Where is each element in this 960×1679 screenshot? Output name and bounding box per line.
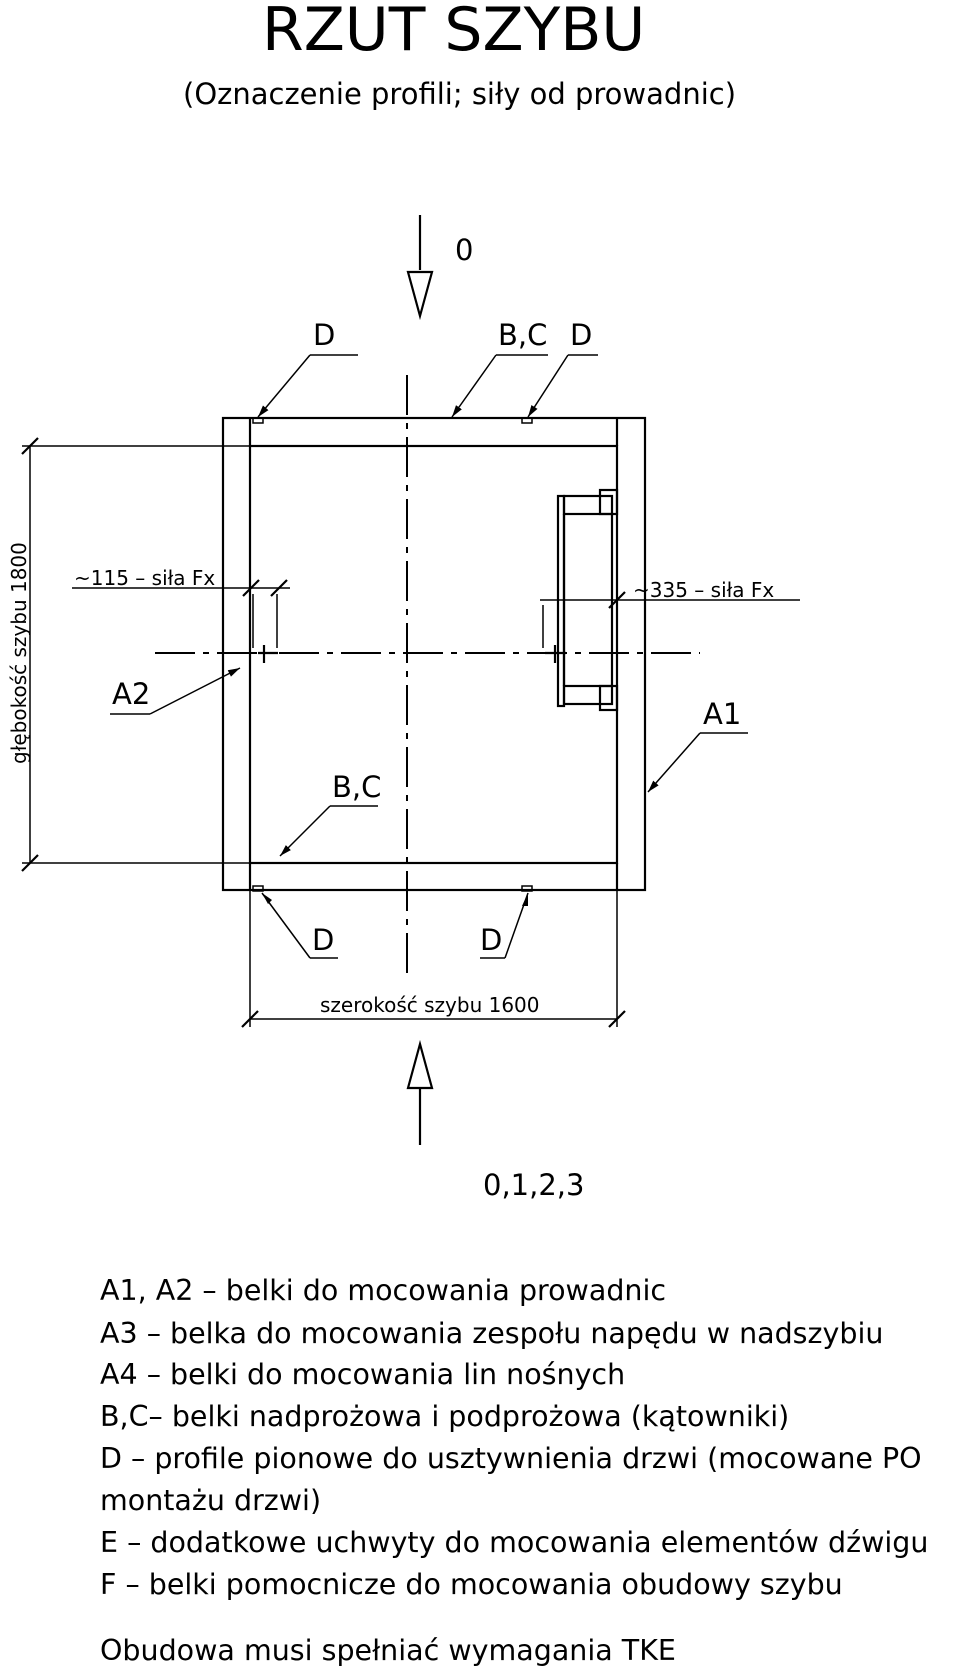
- bottom-arrow-label: 0,1,2,3: [483, 1168, 584, 1202]
- legend-line-3: A4 – belki do mocowania lin nośnych: [100, 1358, 625, 1391]
- depth-label: głębokość szybu 1800: [7, 542, 31, 764]
- leader-a1: A1: [647, 697, 748, 793]
- force-right-label: ~335 – siła Fx: [633, 578, 774, 602]
- force-dimension-left: ~115 – siła Fx: [72, 566, 290, 648]
- label-d-bottom-left: D: [312, 923, 334, 957]
- bottom-view-arrow: 0,1,2,3: [406, 1039, 584, 1202]
- force-left-label: ~115 – siła Fx: [74, 566, 215, 590]
- legend-line-4: B,C– belki nadprożowa i podprożowa (kąto…: [100, 1400, 789, 1433]
- d-profile-top-right: [521, 417, 533, 424]
- label-d-top-right: D: [570, 318, 592, 352]
- leader-bc-bottom: B,C: [279, 770, 381, 857]
- drawing-subtitle: (Oznaczenie profili; siły od prowadnic): [183, 77, 736, 111]
- width-dimension: szerokość szybu 1600: [241, 890, 626, 1028]
- label-a1: A1: [703, 697, 741, 731]
- label-d-bottom-right: D: [480, 923, 502, 957]
- label-d-top-left: D: [313, 318, 335, 352]
- legend-line-8: F – belki pomocnicze do mocowania obudow…: [100, 1568, 843, 1601]
- d-profile-top-left: [252, 417, 264, 424]
- legend-line-7: E – dodatkowe uchwyty do mocowania eleme…: [100, 1526, 928, 1559]
- leader-d-top-left: D: [257, 318, 358, 418]
- requirements-note: Obudowa musi spełniać wymagania TKE: [100, 1634, 676, 1667]
- legend-line-2: A3 – belka do mocowania zespołu napędu w…: [100, 1317, 883, 1350]
- legend: A1, A2 – belki do mocowania prowadnic A3…: [100, 1274, 928, 1601]
- leader-d-top-right: D: [527, 318, 598, 418]
- legend-line-5: D – profile pionowe do usztywnienia drzw…: [100, 1442, 922, 1475]
- leader-d-bottom-left: D: [261, 892, 338, 959]
- leader-bc-top: B,C: [451, 318, 548, 418]
- d-profile-bottom-right: [521, 885, 533, 892]
- label-a2: A2: [112, 677, 150, 711]
- label-bc-top: B,C: [498, 318, 547, 352]
- depth-dimension: głębokość szybu 1800: [7, 437, 250, 872]
- leader-d-bottom-right: D: [480, 892, 529, 959]
- width-label: szerokość szybu 1600: [320, 993, 540, 1017]
- counterweight-frame: [545, 488, 619, 712]
- label-bc-bottom: B,C: [332, 770, 381, 804]
- drawing-title: RZUT SZYBU: [262, 0, 645, 65]
- leader-a2: A2: [110, 667, 241, 715]
- legend-line-6: montażu drzwi): [100, 1484, 321, 1517]
- d-profile-bottom-left: [252, 885, 264, 892]
- top-view-arrow: 0: [406, 215, 473, 321]
- force-dimension-right: ~335 – siła Fx: [540, 578, 800, 648]
- legend-line-1: A1, A2 – belki do mocowania prowadnic: [100, 1274, 666, 1307]
- top-arrow-label: 0: [455, 233, 473, 267]
- guide-rail-left: [258, 645, 278, 663]
